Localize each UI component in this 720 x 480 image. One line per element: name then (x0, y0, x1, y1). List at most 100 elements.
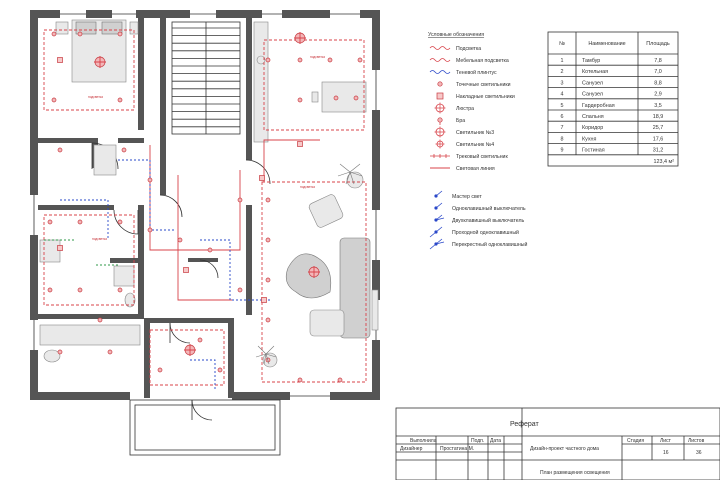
legend-item-label: Светильник №3 (456, 130, 494, 136)
legend-sconce-icon (437, 117, 443, 123)
chandelier-cross (94, 56, 106, 68)
spot-lamp (297, 57, 303, 63)
legend-item-label: Теневой плинтус (456, 69, 497, 76)
table-cell: Котельная (582, 69, 608, 75)
table-cell: 7,0 (654, 69, 662, 75)
legend-switch-stem (435, 214, 443, 221)
surface-lamp (259, 175, 265, 181)
spot-lamp (77, 219, 83, 225)
legend-switch-item: Двухклавишный выключатель (434, 214, 524, 224)
spot-lamp (77, 287, 83, 293)
legend-switch-label: Двухклавишный выключатель (452, 217, 524, 224)
table-cell: 6 (561, 114, 564, 120)
spot-lamp (77, 31, 83, 37)
legend-switch-label: Перекрестный одноклавишный (452, 241, 528, 248)
sheets-header: Листов (688, 438, 705, 444)
legend-switch-stem (435, 226, 443, 233)
spot-lamp (265, 237, 271, 243)
legend-switch-label: Мастер свет (452, 194, 482, 200)
spot-lamp (47, 219, 53, 225)
legend-cross-icon (434, 102, 446, 114)
table-cell: 2,9 (654, 92, 662, 98)
surface-lamp (297, 141, 303, 147)
table-cell: Гардеробная (582, 103, 615, 109)
table-header-cell: Наименование (588, 41, 625, 47)
chandelier-cross (184, 344, 196, 356)
surface-lamp (183, 267, 189, 273)
legend-wave-icon (429, 58, 451, 62)
legend-item: Световая линия (430, 166, 495, 172)
spot-lamp (217, 367, 223, 373)
table-cell: Спальня (582, 114, 604, 120)
author-role: Дизайнер (400, 445, 423, 452)
spot-lamp (237, 287, 243, 293)
spot-lamp (121, 147, 127, 153)
legend-switch-item: Мастер свет (434, 190, 482, 200)
spot-lamp (51, 97, 57, 103)
surface-lamp (57, 245, 63, 251)
legend-item: Мебельная подсветка (429, 58, 509, 64)
spot-lamp (57, 349, 63, 355)
project-name: Дизайн-проект частного дома (530, 445, 599, 452)
legend-item: Светильник №4 (435, 139, 494, 149)
spot-lamp (297, 97, 303, 103)
plan-lamps (47, 31, 363, 383)
legend-switch-stem (435, 202, 443, 209)
legend-item: Точечные светильники (437, 81, 511, 88)
legend-item: Теневой плинтус (429, 69, 497, 76)
legend-item-label: Световая линия (456, 166, 495, 172)
spot-lamp (147, 227, 153, 233)
spot-lamp (157, 367, 163, 373)
legend-switch-stem2 (435, 241, 445, 245)
table-cell: Тамбур (582, 58, 600, 64)
table-cell: 31,2 (653, 148, 664, 154)
legend-title: Условные обозначения (428, 32, 484, 38)
spot-lamp (337, 377, 343, 383)
surface-lamp (57, 57, 63, 63)
legend-switch-label: Проходной одноклавишный (452, 229, 519, 236)
spot-lamp (147, 177, 153, 183)
table-row: 9 Гостиная 31,2 (548, 148, 678, 156)
plan-plants (255, 163, 363, 365)
spot-lamp (265, 277, 271, 283)
legend-square-icon (436, 92, 444, 100)
sheet-number: 16 (663, 450, 669, 456)
date-header: Дата (490, 438, 501, 444)
table-cell: Санузел (582, 80, 603, 86)
plan-staircase (171, 21, 241, 135)
spot-lamp (265, 317, 271, 323)
table-cell: Кухня (582, 136, 597, 142)
legend-item: Светильник №3 (434, 126, 494, 138)
table-cell: Гостиная (582, 148, 605, 154)
plan-porch (129, 399, 281, 456)
legend-item: Подсветка (429, 46, 481, 52)
legend-switch-stem (435, 238, 443, 245)
spot-lamp (117, 287, 123, 293)
table-cell: 9 (561, 148, 564, 154)
legend-switch-stem (435, 190, 443, 197)
chandelier-cross (294, 32, 306, 44)
spot-lamp (177, 237, 183, 243)
legend-cross-icon (435, 139, 445, 149)
legend-item-label: Мебельная подсветка (456, 58, 509, 64)
spot-lamp (297, 377, 303, 383)
plan-label: подсветка (300, 185, 315, 189)
spot-lamp (47, 287, 53, 293)
spot-lamp (357, 57, 363, 63)
legend-item: Люстра (434, 102, 474, 114)
spot-lamp (117, 97, 123, 103)
surface-lamp (261, 297, 267, 303)
spot-lamp (333, 95, 339, 101)
spot-lamp (117, 219, 123, 225)
table-header-cell: Площадь (646, 41, 670, 47)
legend-item: Накладные светильники (436, 92, 515, 100)
table-cell: 8,8 (654, 80, 662, 86)
spot-lamp (327, 57, 333, 63)
